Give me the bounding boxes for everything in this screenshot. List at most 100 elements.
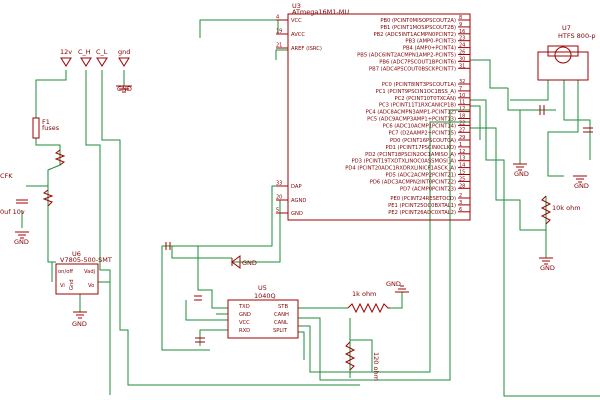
u3-pin-number: 19 (276, 29, 282, 35)
u3-pin-name: PE1 (PCINT25OC0BXTAL1) (388, 203, 456, 209)
u3-pin-name: PC4 (ADC8ACMPN3AMP1-PCINT12) (366, 110, 456, 116)
power-can-connector: 12v C_H C_L gnd GND (60, 48, 132, 93)
connector-pin-12v: 12v (60, 48, 72, 67)
u5-pin-canh: CANH (274, 312, 289, 318)
u3-pin-name: PD3 (PCINT19TXDTXLINOC0ASSMOSI_A) (352, 159, 456, 165)
u3-pin-number: 3 (459, 200, 462, 206)
u5-pin-vcc: VCC (239, 320, 250, 326)
cap-value-label: 0uf 10v (0, 208, 25, 216)
u3-value-label: ATmega16M1-MU (292, 8, 349, 16)
connector-pin-c-h: C_H (78, 48, 92, 67)
u3-pin-number: 27 (459, 127, 465, 133)
resistor-1k: 1k ohm GND (347, 280, 409, 314)
u3-pin-number: 26 (459, 50, 465, 56)
u3-pin-number: 13 (459, 156, 465, 162)
u5-pin-split: SPLIT (273, 328, 288, 334)
u3-pin-number: 21 (276, 43, 282, 49)
u3-pin-number: 24 (459, 43, 465, 49)
u3-pin-name: DAP (291, 184, 302, 190)
u6-pin-gnd: Gnd (69, 279, 75, 290)
can-transceiver-u5: U5 1040Q TXD GND VCC RXD STB CANH CANL S… (227, 284, 299, 339)
u3-pin-name: GND (291, 211, 303, 217)
u3-pin-name: VCC (291, 18, 302, 24)
u3-pin-number: 14 (459, 163, 465, 169)
u3-pin-name: PD5 (ADC2ACMP2PCINT21) (386, 173, 457, 179)
u7-ref-label: U7 (562, 24, 571, 32)
u3-pin-name: PB4 (AMP0+PCINT4) (403, 46, 456, 52)
u3-pin-name: PD7 (ACMP0PCINT23) (400, 186, 456, 192)
u6-value-label: V7805-500-SMT (60, 256, 112, 264)
u3-pin-number: 4 (276, 15, 279, 21)
ground-symbol: GND (14, 231, 29, 246)
u3-pin-name: AVCC (291, 32, 305, 38)
ground-label: GND (242, 259, 257, 267)
ground-label: GND (117, 85, 132, 93)
ground-label: GND (574, 182, 589, 190)
connector-pin-label: 12v (60, 48, 72, 56)
u3-pin-name: PC3 (PCINT11T1RXCANICP1B) (379, 103, 456, 109)
resistor-120-label: 120 ohm (372, 352, 380, 381)
u3-pin-name: PB1 (PCINT1MOSIPSCOUT2B) (380, 25, 456, 31)
u3-pin-number: 9 (459, 22, 462, 28)
cap-ref-label: CFK (0, 172, 13, 180)
ground-label: GND (514, 170, 529, 178)
u3-pin-name: PC5 (ADC9ACMP3AMP1+PCINT13) (367, 117, 456, 123)
u3-pin-number: 28 (459, 183, 465, 189)
u5-value-label: 1040Q (254, 292, 276, 300)
u3-pin-number: 5 (276, 208, 279, 214)
u3-pin-name: PC6 (ADC10ACMP1PCINT14) (383, 123, 456, 129)
decoupling-caps (165, 242, 205, 343)
fuse-value-label: fuses (42, 124, 60, 132)
u3-pin-number: 32 (459, 79, 465, 85)
u3-pin-number: 18 (459, 114, 465, 120)
ground-label: GND (386, 280, 401, 288)
u3-pin-number: 29 (459, 135, 465, 141)
u3-pin-name: PC2 (PCINT10T0TXCAN) (394, 96, 456, 102)
current-sensor-u7: U7 HTFS 800-p GND GND (513, 24, 596, 190)
u3-pin-name: AREF (ISRC) (291, 46, 322, 52)
fuse-f1: F1 fuses (32, 117, 60, 139)
resistor-10k: 10k ohm GND (539, 195, 581, 272)
connector-pin-label: C_L (96, 48, 108, 56)
u3-pin-number: 7 (459, 86, 462, 92)
u5-pin-canl: CANL (274, 320, 288, 326)
u3-pin-number: 25 (459, 176, 465, 182)
ground-symbol: GND (513, 163, 529, 178)
u3-pin-name: PC0 (PCINT8INT3PSCOUT1A) (382, 82, 456, 88)
wires (21, 19, 600, 397)
u3-pin-number: 12 (459, 149, 465, 155)
ground-label: GND (72, 320, 87, 328)
u3-pin-name: PE0 (PCINT24RESETOCD) (390, 196, 456, 202)
u6-pin-vo: Vo (88, 283, 94, 289)
ground-symbol: GND (72, 311, 87, 328)
u3-pin-name: PB3 (AMP0-PCINT3) (405, 39, 456, 45)
u3-pin-name: PC1 (PCINT9PSCIN1OC1BSS_A) (376, 89, 456, 95)
u3-pin-name: PE2 (PCINT26ADC0XTAL2) (388, 210, 456, 216)
u3-ref-label: U3 (292, 2, 301, 10)
u3-pin-name: PB2 (ADC5INT1ACMPN0PCINT2) (373, 32, 456, 38)
connector-pin-c-l: C_L (96, 48, 108, 67)
u3-pin-number: 20 (276, 195, 282, 201)
connector-pin-label: gnd (118, 48, 130, 56)
u5-pin-gnd: GND (239, 312, 251, 318)
connector-pin-label: C_H (78, 48, 91, 56)
fuse-ref-label: F1 (42, 118, 50, 126)
u3-pin-name: PB0 (PCINT0MISOPSCOUT2A) (380, 18, 456, 24)
u3-pin-number: 6 (459, 207, 462, 213)
u3-pin-name: PB7 (ADC4PSCOUT0BSCKPCINT7) (369, 66, 456, 72)
u3-pin-number: 30 (459, 56, 465, 62)
u3-pin-name: PC7 (D2AAMP2+PCINT15) (389, 130, 456, 136)
u3-pin-number: 33 (276, 181, 282, 187)
u3-pin-number: 22 (459, 120, 465, 126)
u3-pin-name: PD4 (PCINT20ADC1RXDRXLINICP1ASCK_A) (345, 166, 456, 172)
u3-pin-number: 17 (459, 107, 465, 113)
u3-pin-name: PB6 (ADC7PSCOUT1BPCINT6) (379, 59, 456, 65)
ground-symbol: GND (573, 175, 589, 190)
ground-symbol: GND (386, 280, 409, 293)
u5-ref-label: U5 (258, 284, 267, 292)
u7-value-label: HTFS 800-p (558, 32, 596, 40)
u3-pin-name: PD1 (PCINT17PSCIN0CLKO) (385, 145, 456, 151)
